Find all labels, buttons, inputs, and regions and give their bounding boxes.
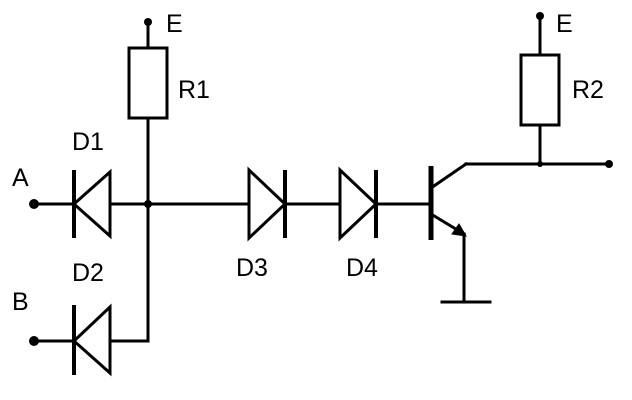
d1-label: D1 [72, 128, 104, 156]
d3-label: D3 [236, 254, 268, 282]
output-terminal [605, 160, 613, 168]
r1-label: R1 [178, 76, 210, 104]
input-b-label: B [12, 288, 29, 316]
input-a-label: A [12, 164, 29, 192]
r2-label: R2 [572, 76, 604, 104]
resistor-r2 [519, 53, 561, 127]
resistor-r1 [127, 46, 169, 120]
diode-d2-triangle [71, 303, 112, 377]
transistor-collector-lead [428, 161, 469, 191]
diode-d3-triangle [247, 166, 288, 242]
supply-label-right: E [556, 10, 573, 38]
diode-d1-triangle [71, 168, 112, 240]
d2-label: D2 [72, 259, 104, 287]
d2-to-node-wire [108, 335, 150, 343]
d4-label: D4 [346, 254, 378, 282]
diode-d4-triangle [338, 166, 379, 242]
supply-label-left: E [166, 10, 183, 38]
